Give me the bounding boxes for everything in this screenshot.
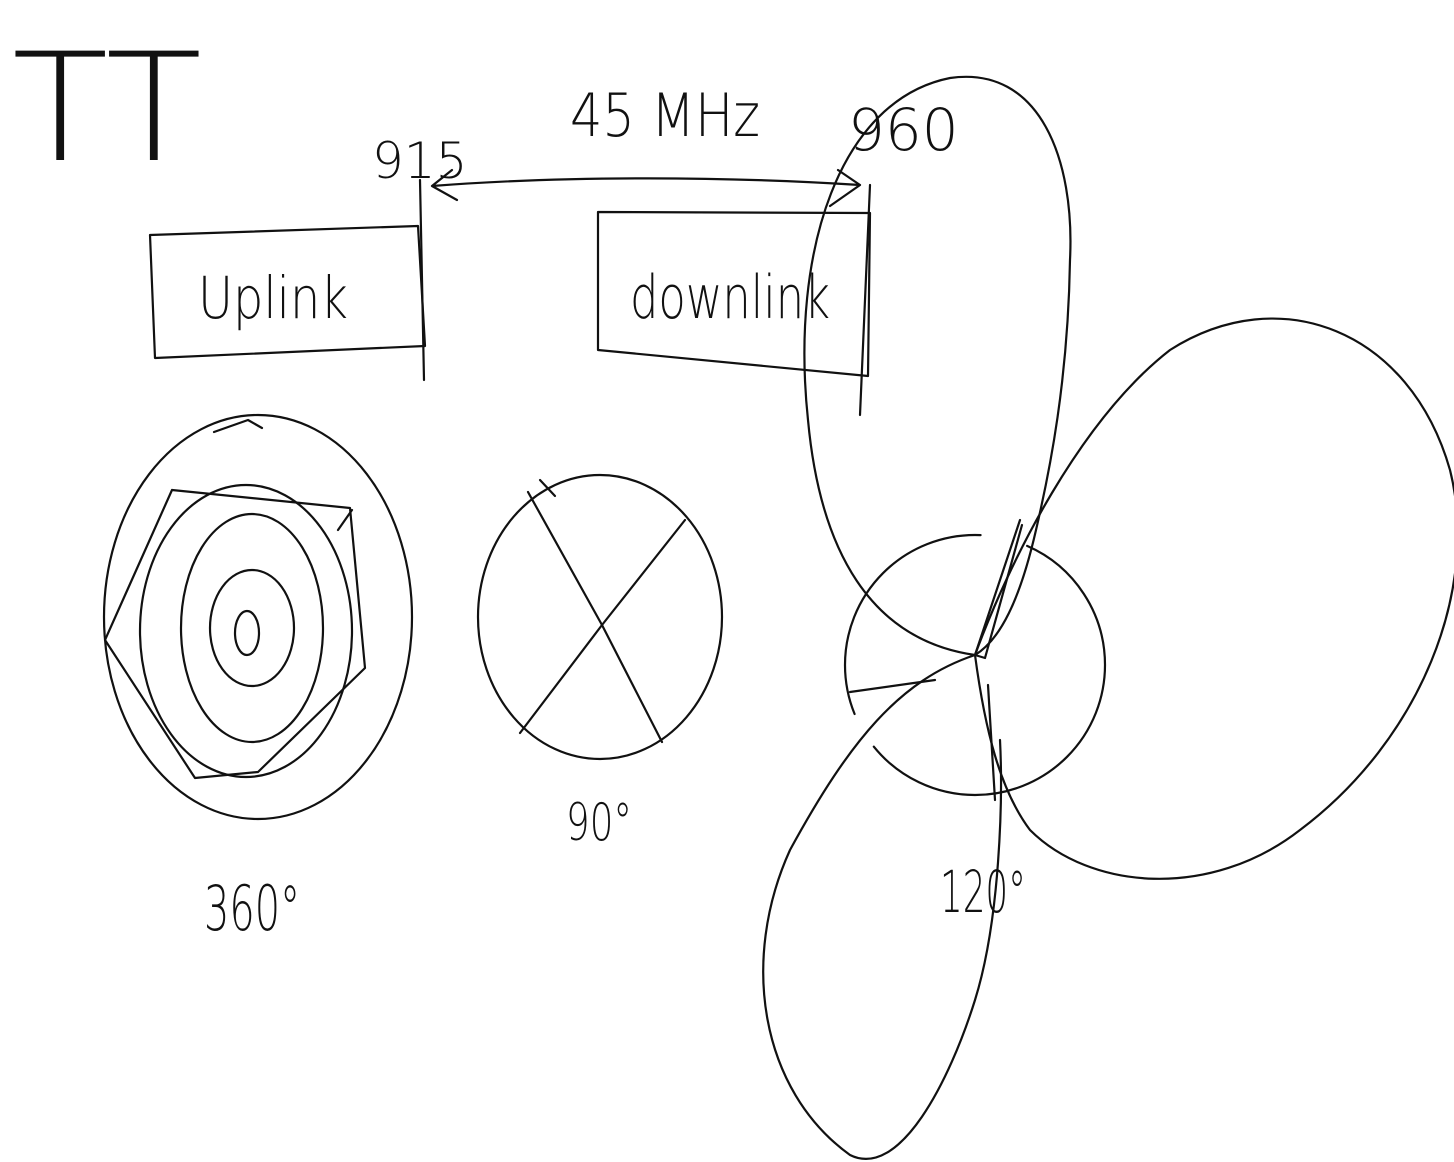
omni-angle-label: 360° <box>204 872 300 945</box>
band-end-label: 960 <box>848 96 959 164</box>
band-arrow <box>430 168 862 208</box>
band-end-marker <box>858 183 872 417</box>
band-width-label: 45 MHz <box>570 81 760 151</box>
uplink-box: Uplink <box>148 224 427 360</box>
sector-90-pattern <box>476 473 724 761</box>
sector-120-angle-label: 120° <box>940 858 1026 926</box>
uplink-label: Uplink <box>198 264 348 332</box>
right-lobe <box>973 317 1454 880</box>
omni-pattern <box>102 413 414 821</box>
frequency-band: 915 45 MHz 960 <box>372 81 959 417</box>
downlink-box: downlink <box>596 210 872 378</box>
sector-90-angle-label: 90° <box>566 793 632 853</box>
upper-lobe <box>803 75 1072 657</box>
sector-120-pattern <box>762 75 1454 1160</box>
lower-lobe <box>762 653 1003 1160</box>
downlink-label: downlink <box>630 263 830 333</box>
title-text: TT <box>12 22 202 196</box>
